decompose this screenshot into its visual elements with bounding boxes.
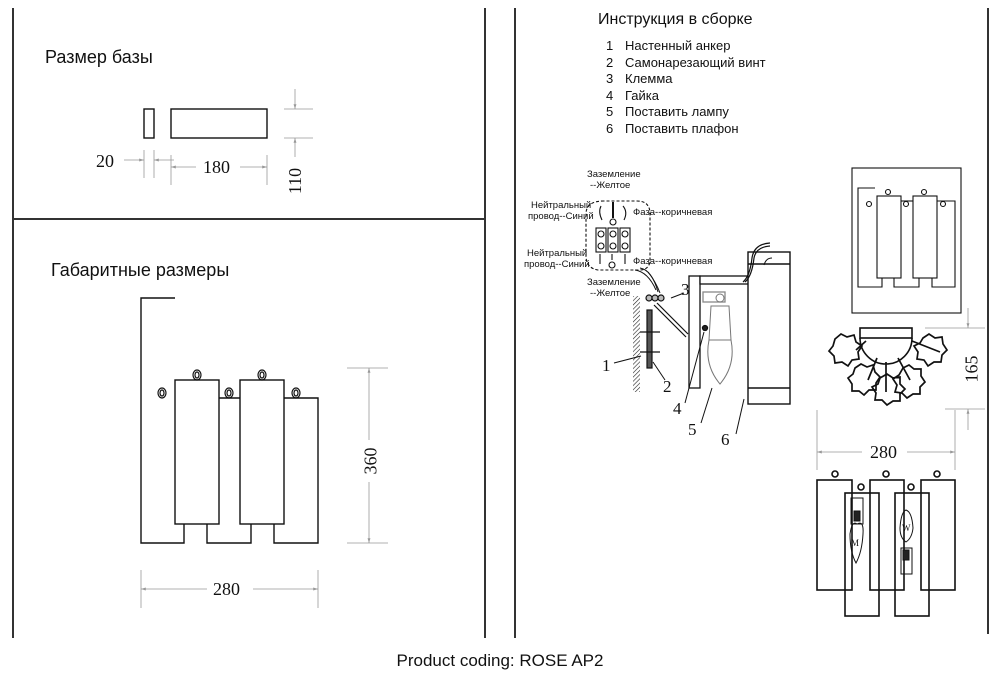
wiring-label-neutral-top: Нейтральный провод--Синий [528, 200, 594, 222]
frame-horizontal-divider [12, 218, 486, 220]
assembly-instruction-title: Инструкция в сборке [598, 11, 753, 28]
frame-right-border [987, 8, 989, 634]
overall-dimension-lines [140, 367, 388, 608]
frame-center-right-border [514, 8, 516, 638]
top-view-box [851, 167, 962, 314]
wiring-terminal-box [585, 200, 659, 293]
frame-left-border [12, 8, 14, 638]
base-thickness-dimension: 20 [96, 151, 114, 171]
base-width-dimension: 180 [203, 157, 230, 177]
wall-hatch [633, 296, 640, 392]
wiring-label-ground-bottom: Заземление --Желтое [587, 277, 641, 299]
view-dimension-lines [816, 308, 985, 470]
callout-6: 6 [721, 430, 730, 449]
svg-text:M: M [851, 538, 859, 548]
wiring-label-phase-top: Фаза--коричневая [633, 207, 713, 218]
overall-lamp-front-view [140, 297, 319, 544]
wiring-label-neutral-bottom: Нейтральный провод--Синий [524, 248, 590, 270]
svg-text:W: W [902, 523, 911, 533]
callout-3: 3 [681, 280, 690, 299]
base-dimension-lines [124, 89, 313, 185]
callout-4: 4 [673, 399, 682, 418]
bulb [707, 293, 733, 385]
overall-height-dimension: 360 [360, 447, 381, 475]
depth-dimension: 165 [961, 355, 982, 383]
wiring-label-ground-top: Заземление --Желтое [587, 169, 641, 191]
lamp-bracket [688, 275, 754, 389]
callout-2: 2 [663, 377, 672, 396]
wall-anchor-assembly [633, 294, 689, 392]
callout-1: 1 [602, 356, 611, 375]
frame-center-left-border [484, 8, 486, 638]
bottom-view-bulbs: M W [849, 497, 914, 575]
views-width-dimension: 280 [870, 442, 897, 462]
base-front-view [170, 108, 268, 139]
flower [827, 332, 867, 368]
bottom-view [816, 470, 956, 617]
overall-dimensions-title: Габаритные размеры [51, 260, 230, 280]
side-view-flowers [827, 327, 949, 407]
base-size-title: Размер базы [45, 47, 153, 67]
lamp-shade [742, 242, 791, 405]
base-side-view [143, 108, 155, 139]
callout-leaders [613, 271, 745, 435]
base-height-dimension: 110 [285, 167, 306, 195]
product-coding: Product coding: ROSE AP2 [396, 651, 604, 670]
callout-5: 5 [688, 420, 697, 439]
wiring-label-phase-bottom: Фаза--коричневая [633, 256, 713, 267]
base-size-drawing [143, 108, 268, 139]
overall-width-dimension: 280 [213, 579, 240, 599]
